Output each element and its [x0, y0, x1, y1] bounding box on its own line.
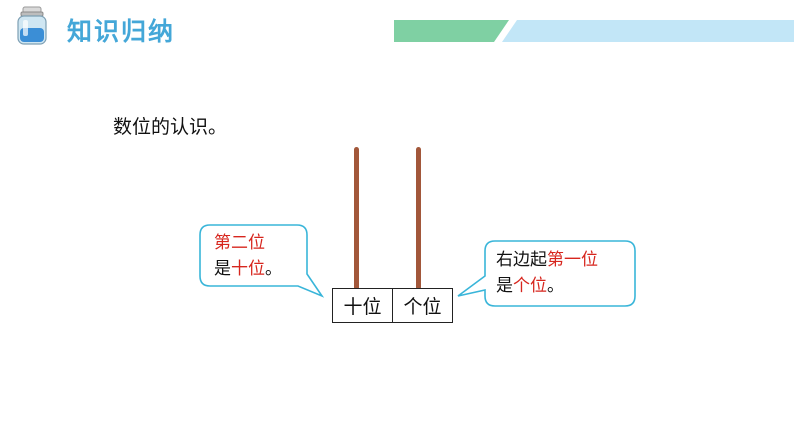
right-callout-highlight2: 个位 [513, 276, 547, 296]
jar-icon [17, 6, 47, 45]
ones-place-cell: 个位 [403, 296, 442, 318]
header-banner [394, 20, 794, 42]
right-callout-suffix: 。 [547, 276, 564, 296]
right-callout-line2: 是个位。 [496, 273, 598, 299]
left-callout-line1: 第二位 [214, 233, 265, 253]
right-callout-highlight1: 第一位 [547, 250, 598, 270]
tens-rod [354, 147, 359, 290]
left-callout-bubble [199, 224, 325, 298]
abacus-rods [354, 147, 421, 290]
tens-place-cell: 十位 [333, 289, 393, 322]
left-callout-prefix: 是 [214, 259, 231, 279]
header-bar: 知识归纳 [0, 0, 794, 60]
ones-rod [416, 147, 421, 290]
section-title: 知识归纳 [67, 17, 176, 46]
right-callout-text: 右边起第一位 是个位。 [496, 247, 598, 299]
left-callout-line2: 是十位。 [214, 256, 282, 282]
left-callout-text: 第二位 是十位。 [214, 230, 282, 282]
place-value-table: 十位 个位 [332, 288, 453, 323]
intro-text: 数位的认识。 [113, 116, 228, 138]
left-callout-suffix: 。 [265, 259, 282, 279]
right-callout-prefix: 右边起 [496, 250, 547, 270]
right-callout-prefix2: 是 [496, 276, 513, 296]
left-callout-highlight: 十位 [231, 259, 265, 279]
right-callout-bubble [457, 240, 636, 307]
right-callout-line1: 右边起第一位 [496, 247, 598, 273]
